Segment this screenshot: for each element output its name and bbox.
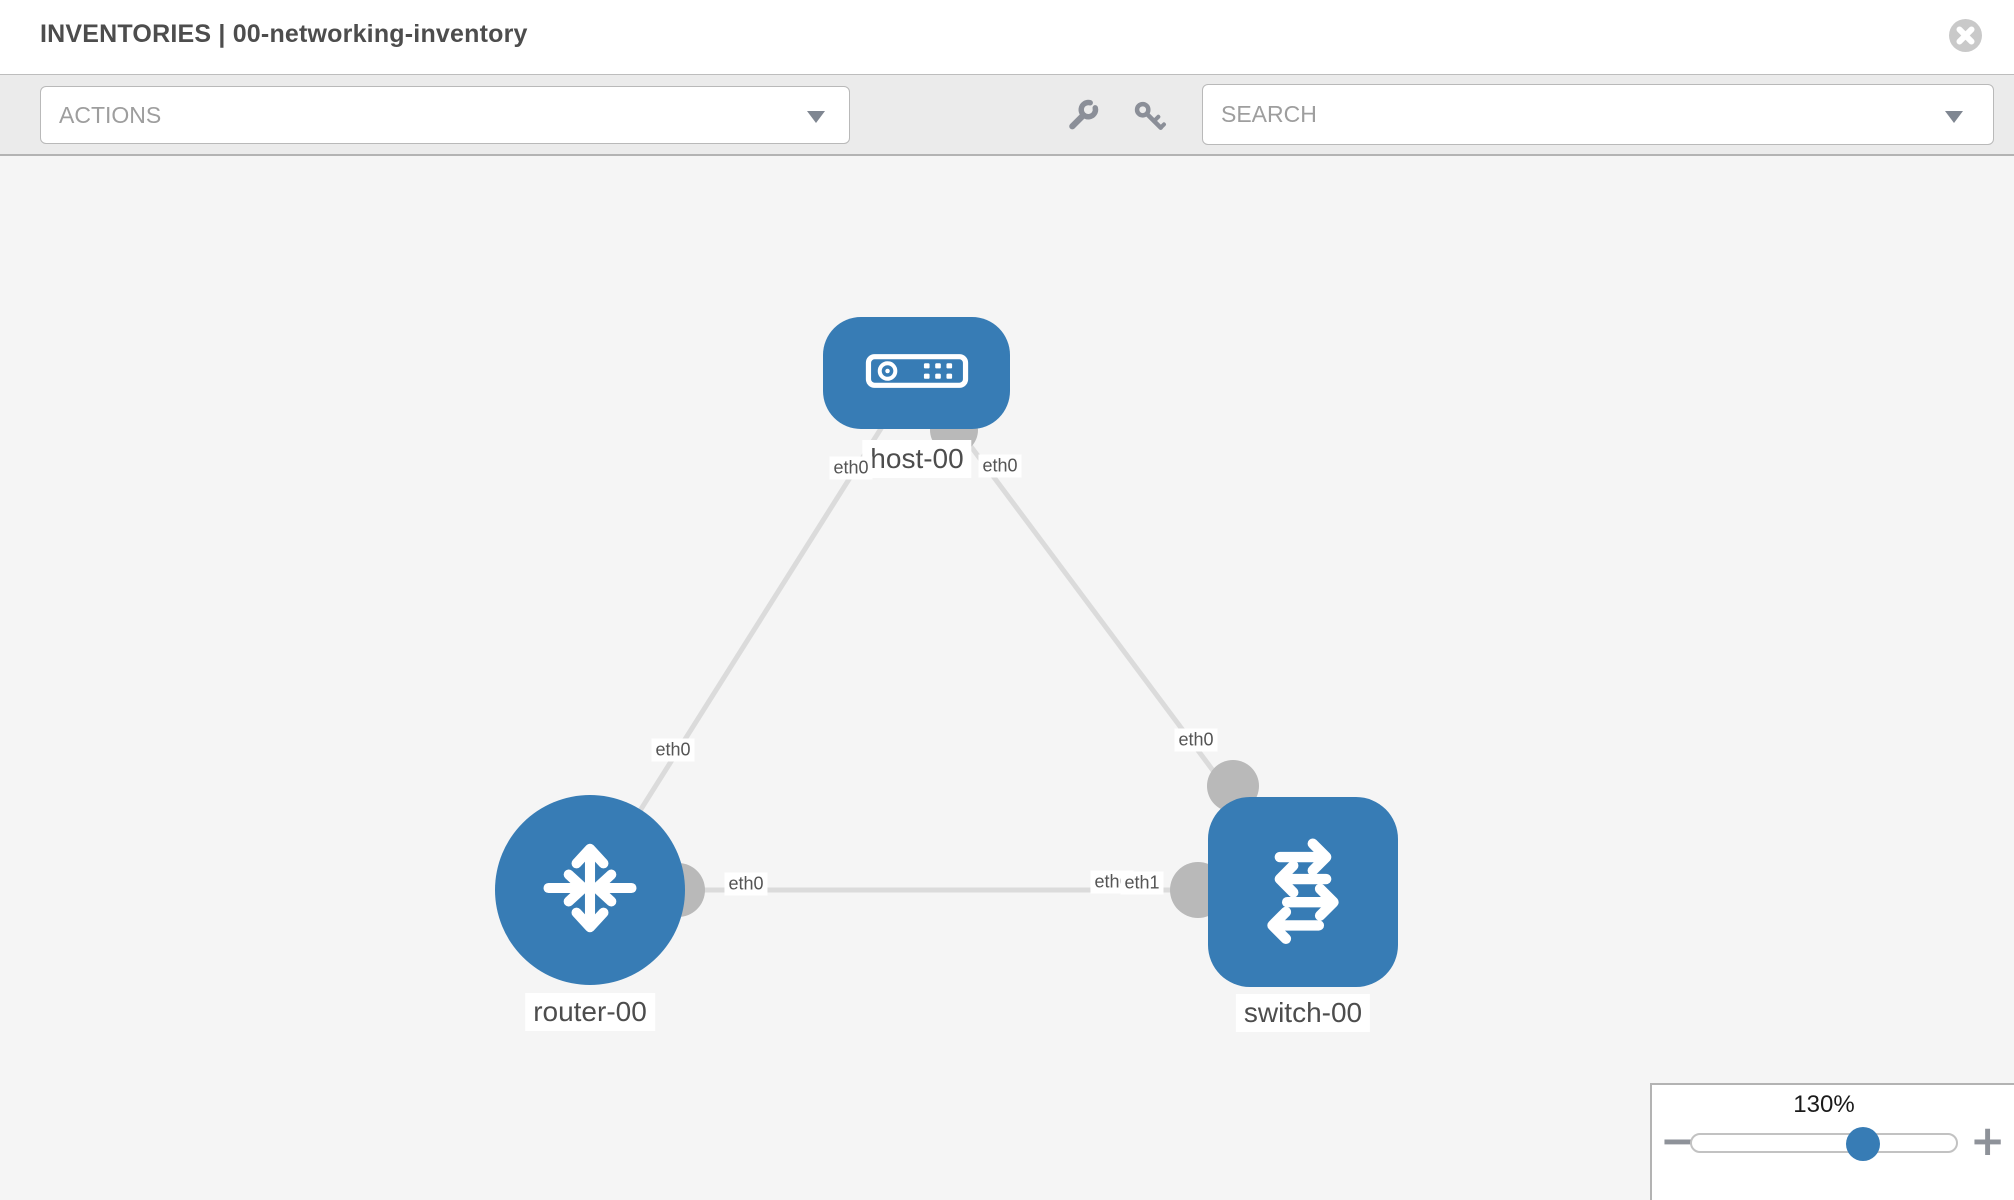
- zoom-slider-thumb[interactable]: [1846, 1127, 1880, 1161]
- node-router-00[interactable]: [495, 795, 685, 985]
- credentials-button[interactable]: [1130, 98, 1170, 138]
- toolbar: ACTIONS SEARCH: [0, 74, 2014, 156]
- zoom-out-button[interactable]: −: [1660, 1116, 1696, 1165]
- search-dropdown-label: SEARCH: [1221, 101, 1317, 127]
- router-icon: [534, 832, 646, 949]
- node-switch-00[interactable]: [1208, 797, 1398, 987]
- zoom-slider[interactable]: [1690, 1133, 1958, 1153]
- node-label-host: host-00: [862, 440, 972, 478]
- key-icon: [1132, 101, 1168, 138]
- actions-dropdown-label: ACTIONS: [59, 102, 162, 128]
- close-icon: [1949, 19, 1982, 55]
- close-button[interactable]: [1949, 19, 1982, 52]
- actions-dropdown[interactable]: ACTIONS: [40, 86, 850, 144]
- interface-label: eth1: [1120, 871, 1164, 895]
- interface-label: eth0: [724, 872, 768, 896]
- zoom-in-button[interactable]: +: [1970, 1116, 2006, 1165]
- zoom-panel: 130% − +: [1650, 1083, 2014, 1200]
- zoom-level-text: 130%: [1793, 1091, 1855, 1118]
- interface-label: eth0: [978, 454, 1022, 478]
- node-host-00[interactable]: [823, 317, 1010, 429]
- node-label-switch: switch-00: [1235, 994, 1371, 1032]
- topology-canvas[interactable]: host-00 router-00 switch-00 eth0 eth0 et…: [0, 156, 2014, 1200]
- interface-label: eth0: [651, 738, 695, 762]
- chevron-down-icon: [1945, 111, 1963, 123]
- header: INVENTORIES | 00-networking-inventory: [0, 0, 2014, 74]
- chevron-down-icon: [807, 111, 825, 123]
- interface-label: eth0: [829, 456, 873, 480]
- search-dropdown[interactable]: SEARCH: [1202, 84, 1994, 145]
- node-label-router: router-00: [525, 993, 655, 1031]
- tools-button[interactable]: [1063, 96, 1103, 136]
- wrench-icon: [1064, 99, 1102, 137]
- interface-label: eth0: [1174, 728, 1218, 752]
- page-title: INVENTORIES | 00-networking-inventory: [40, 20, 528, 48]
- switch-icon: [1242, 829, 1364, 956]
- host-icon: [865, 353, 969, 394]
